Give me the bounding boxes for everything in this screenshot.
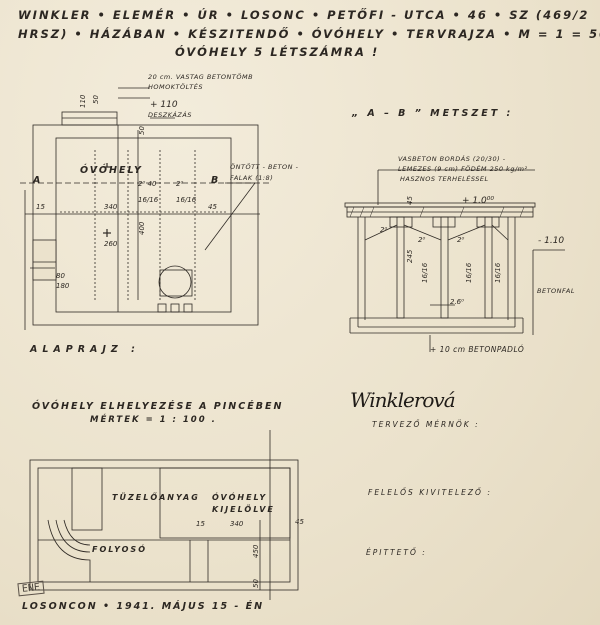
note-sand-fill: HOMOKTÖLTÉS bbox=[148, 83, 203, 91]
loc-dim-340: 340 bbox=[230, 520, 244, 528]
title-line-1: WINKLER • ELEMÉR • ÚR • LOSONC • PETŐFI … bbox=[18, 8, 590, 22]
plan-inner-room bbox=[55, 137, 232, 313]
location-stair bbox=[47, 519, 91, 582]
title-line-3: ÓVÓHELY 5 LÉTSZÁMRA ! bbox=[175, 45, 380, 59]
location-outer bbox=[29, 459, 299, 591]
dim-240: 2⁰ 40 bbox=[138, 180, 157, 188]
section-caption: „ A – B ” METSZET : bbox=[352, 108, 514, 119]
cut-mark-b: B bbox=[211, 175, 221, 186]
location-scale: MÉRTEK = 1 : 100 . bbox=[90, 415, 217, 425]
plan-concrete-block bbox=[61, 111, 118, 126]
dim-340: 340 bbox=[104, 203, 118, 211]
plan-round-vent bbox=[158, 265, 192, 299]
dim-80: 80 bbox=[56, 272, 65, 280]
sec-dim-1616-c: 16/16 bbox=[494, 262, 502, 283]
location-room-shelter: ÓVÓHELY bbox=[212, 493, 268, 502]
place-and-date: LOSONCON • 1941. MÁJUS 15 - ÉN bbox=[22, 601, 265, 612]
note-concrete-floor: + 10 cm BETONPADLÓ bbox=[430, 345, 525, 354]
section-elevation-right: - 1.10 bbox=[538, 236, 565, 246]
role-designer: TERVEZŐ MÉRNÖK : bbox=[372, 420, 480, 429]
dim-15: 15 bbox=[36, 203, 45, 211]
location-corridor: FOLYOSÓ bbox=[92, 545, 147, 554]
plan-outer-wall bbox=[32, 124, 259, 326]
role-contractor: FELELŐS KIVITELEZŐ : bbox=[368, 488, 492, 497]
location-room-shelter-marked: KIJELÖLVE bbox=[212, 505, 275, 514]
location-room-fuel: TÜZELŐANYAG bbox=[112, 493, 200, 502]
plan-room-label: ÓVÓHELY bbox=[80, 165, 143, 176]
location-caption: ÓVÓHELY ELHELYEZÉSE A PINCÉBEN bbox=[32, 401, 284, 412]
dim-2: 2⁰ bbox=[176, 180, 184, 188]
dim-260: 260 bbox=[104, 240, 118, 248]
dim-50: 50 bbox=[138, 126, 146, 135]
title-line-2: HRSZ) • HÁZÁBAN • KÉSZITENDŐ • ÓVÓHELY •… bbox=[18, 27, 600, 41]
sec-dim-45: 45 bbox=[406, 196, 414, 205]
section-elevation-top: + 1.0⁰⁰ bbox=[462, 196, 494, 206]
dim-180: 180 bbox=[56, 282, 70, 290]
sec-dim-2-c: 2⁰ bbox=[457, 236, 465, 244]
plan-markers bbox=[103, 163, 111, 237]
sec-dim-1616-b: 16/16 bbox=[465, 262, 473, 283]
designer-signature: Winklerová bbox=[350, 388, 456, 412]
sec-dim-2-a: 2⁰ bbox=[380, 226, 388, 234]
loc-dim-15: 15 bbox=[196, 520, 205, 528]
dim-top-110: 110 bbox=[79, 94, 87, 108]
note-slab-1: VASBETON BORDÁS (20/30) - bbox=[398, 155, 506, 163]
plan-elevation-top: + 110 bbox=[150, 100, 178, 110]
note-slab-3: HASZNOS TERHELÉSSEL bbox=[400, 175, 489, 183]
note-poured-concrete: ÖNTÖTT - BETON - bbox=[230, 163, 299, 171]
sec-dim-2-b: 2⁰ bbox=[418, 236, 426, 244]
cut-mark-a: A bbox=[33, 175, 43, 186]
note-concrete-block: 20 cm. VASTAG BETONTÖMB bbox=[148, 73, 254, 81]
archive-stamp: ENE bbox=[17, 580, 45, 597]
role-builder: ÉPITTETŐ : bbox=[366, 548, 427, 557]
location-stair-shaft bbox=[71, 467, 103, 531]
loc-dim-50: 50 bbox=[252, 579, 260, 588]
sec-dim-245: 245 bbox=[406, 249, 414, 263]
dim-1616-a: 16/16 bbox=[138, 196, 159, 204]
sec-dim-1616-a: 16/16 bbox=[421, 262, 429, 283]
loc-dim-45: 45 bbox=[295, 518, 304, 526]
sec-dim-260: 2.6⁰ bbox=[450, 298, 464, 306]
note-planking: DESZKÁZÁS bbox=[148, 111, 192, 119]
note-pillars: FALAK (1:8) bbox=[230, 174, 274, 182]
dim-1616-b: 16/16 bbox=[176, 196, 197, 204]
note-slab-2: LEMEZES (9 cm) FÖDÉM 250 kg/m² bbox=[398, 165, 528, 173]
plan-entry bbox=[32, 239, 57, 281]
note-concrete-wall: BETONFAL bbox=[537, 287, 575, 295]
plan-caption: ALAPRAJZ : bbox=[30, 344, 140, 355]
dim-top-50: 50 bbox=[92, 95, 100, 104]
location-shelter bbox=[159, 467, 291, 539]
loc-dim-450: 450 bbox=[252, 544, 260, 558]
dim-45: 45 bbox=[208, 203, 217, 211]
dim-400: 400 bbox=[138, 221, 146, 235]
section-posts bbox=[396, 216, 493, 319]
